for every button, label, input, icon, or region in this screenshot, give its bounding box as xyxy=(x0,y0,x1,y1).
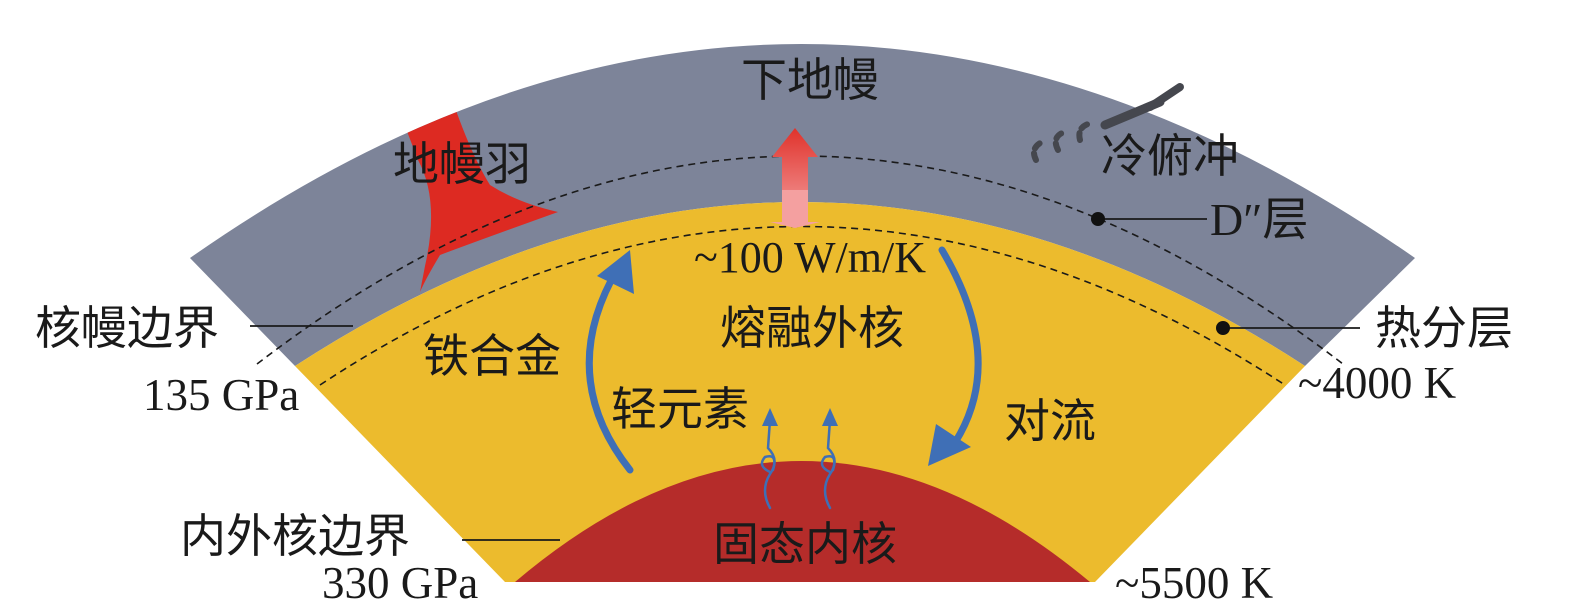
thermal-layer-boundary xyxy=(319,225,1286,386)
label-solid-inner-core: 固态内核 xyxy=(713,517,897,571)
convection-arrowheads xyxy=(597,250,971,466)
label-mantle-plume: 地幔羽 xyxy=(393,137,531,191)
leader-lines xyxy=(250,218,1360,541)
label-icb: 内外核边界 xyxy=(180,509,410,563)
label-cold-subduction: 冷俯冲 xyxy=(1101,129,1239,183)
thermal-layer-marker xyxy=(1216,321,1230,335)
convection-arrow-left xyxy=(585,264,634,474)
label-iron-alloy: 铁合金 xyxy=(423,329,561,383)
label-convection: 对流 xyxy=(1004,394,1096,448)
label-molten-outer-core: 熔融外核 xyxy=(720,301,904,355)
label-light-elements: 轻元素 xyxy=(611,382,749,436)
mantle-plume xyxy=(395,78,558,292)
arrowhead-down-right xyxy=(928,424,971,466)
label-icb-pressure: 330 GPa xyxy=(322,558,478,608)
arrowhead-up-left xyxy=(597,250,634,294)
subduction-slab xyxy=(1031,83,1184,163)
label-cmb-temperature: ~4000 K xyxy=(1298,358,1457,408)
outer-core-region xyxy=(295,202,1305,582)
label-cmb: 核幔边界 xyxy=(35,301,219,355)
light-element-arrows xyxy=(760,418,836,510)
label-conductivity: ~100 W/m/K xyxy=(694,233,926,282)
label-icb-temperature: ~5500 K xyxy=(1115,558,1274,608)
label-d-layer: D″层 xyxy=(1210,194,1308,245)
label-thermal-stratification: 热分层 xyxy=(1375,301,1513,355)
convection-arrows xyxy=(585,246,982,474)
label-cmb-pressure: 135 GPa xyxy=(143,370,299,420)
light-element-arrowheads xyxy=(762,408,838,426)
inner-core-region xyxy=(515,461,1090,582)
label-lower-mantle: 下地幔 xyxy=(741,53,879,107)
heat-flow-arrow-base xyxy=(770,190,820,228)
d-layer-marker xyxy=(1091,212,1105,226)
convection-arrow-right xyxy=(938,246,982,454)
